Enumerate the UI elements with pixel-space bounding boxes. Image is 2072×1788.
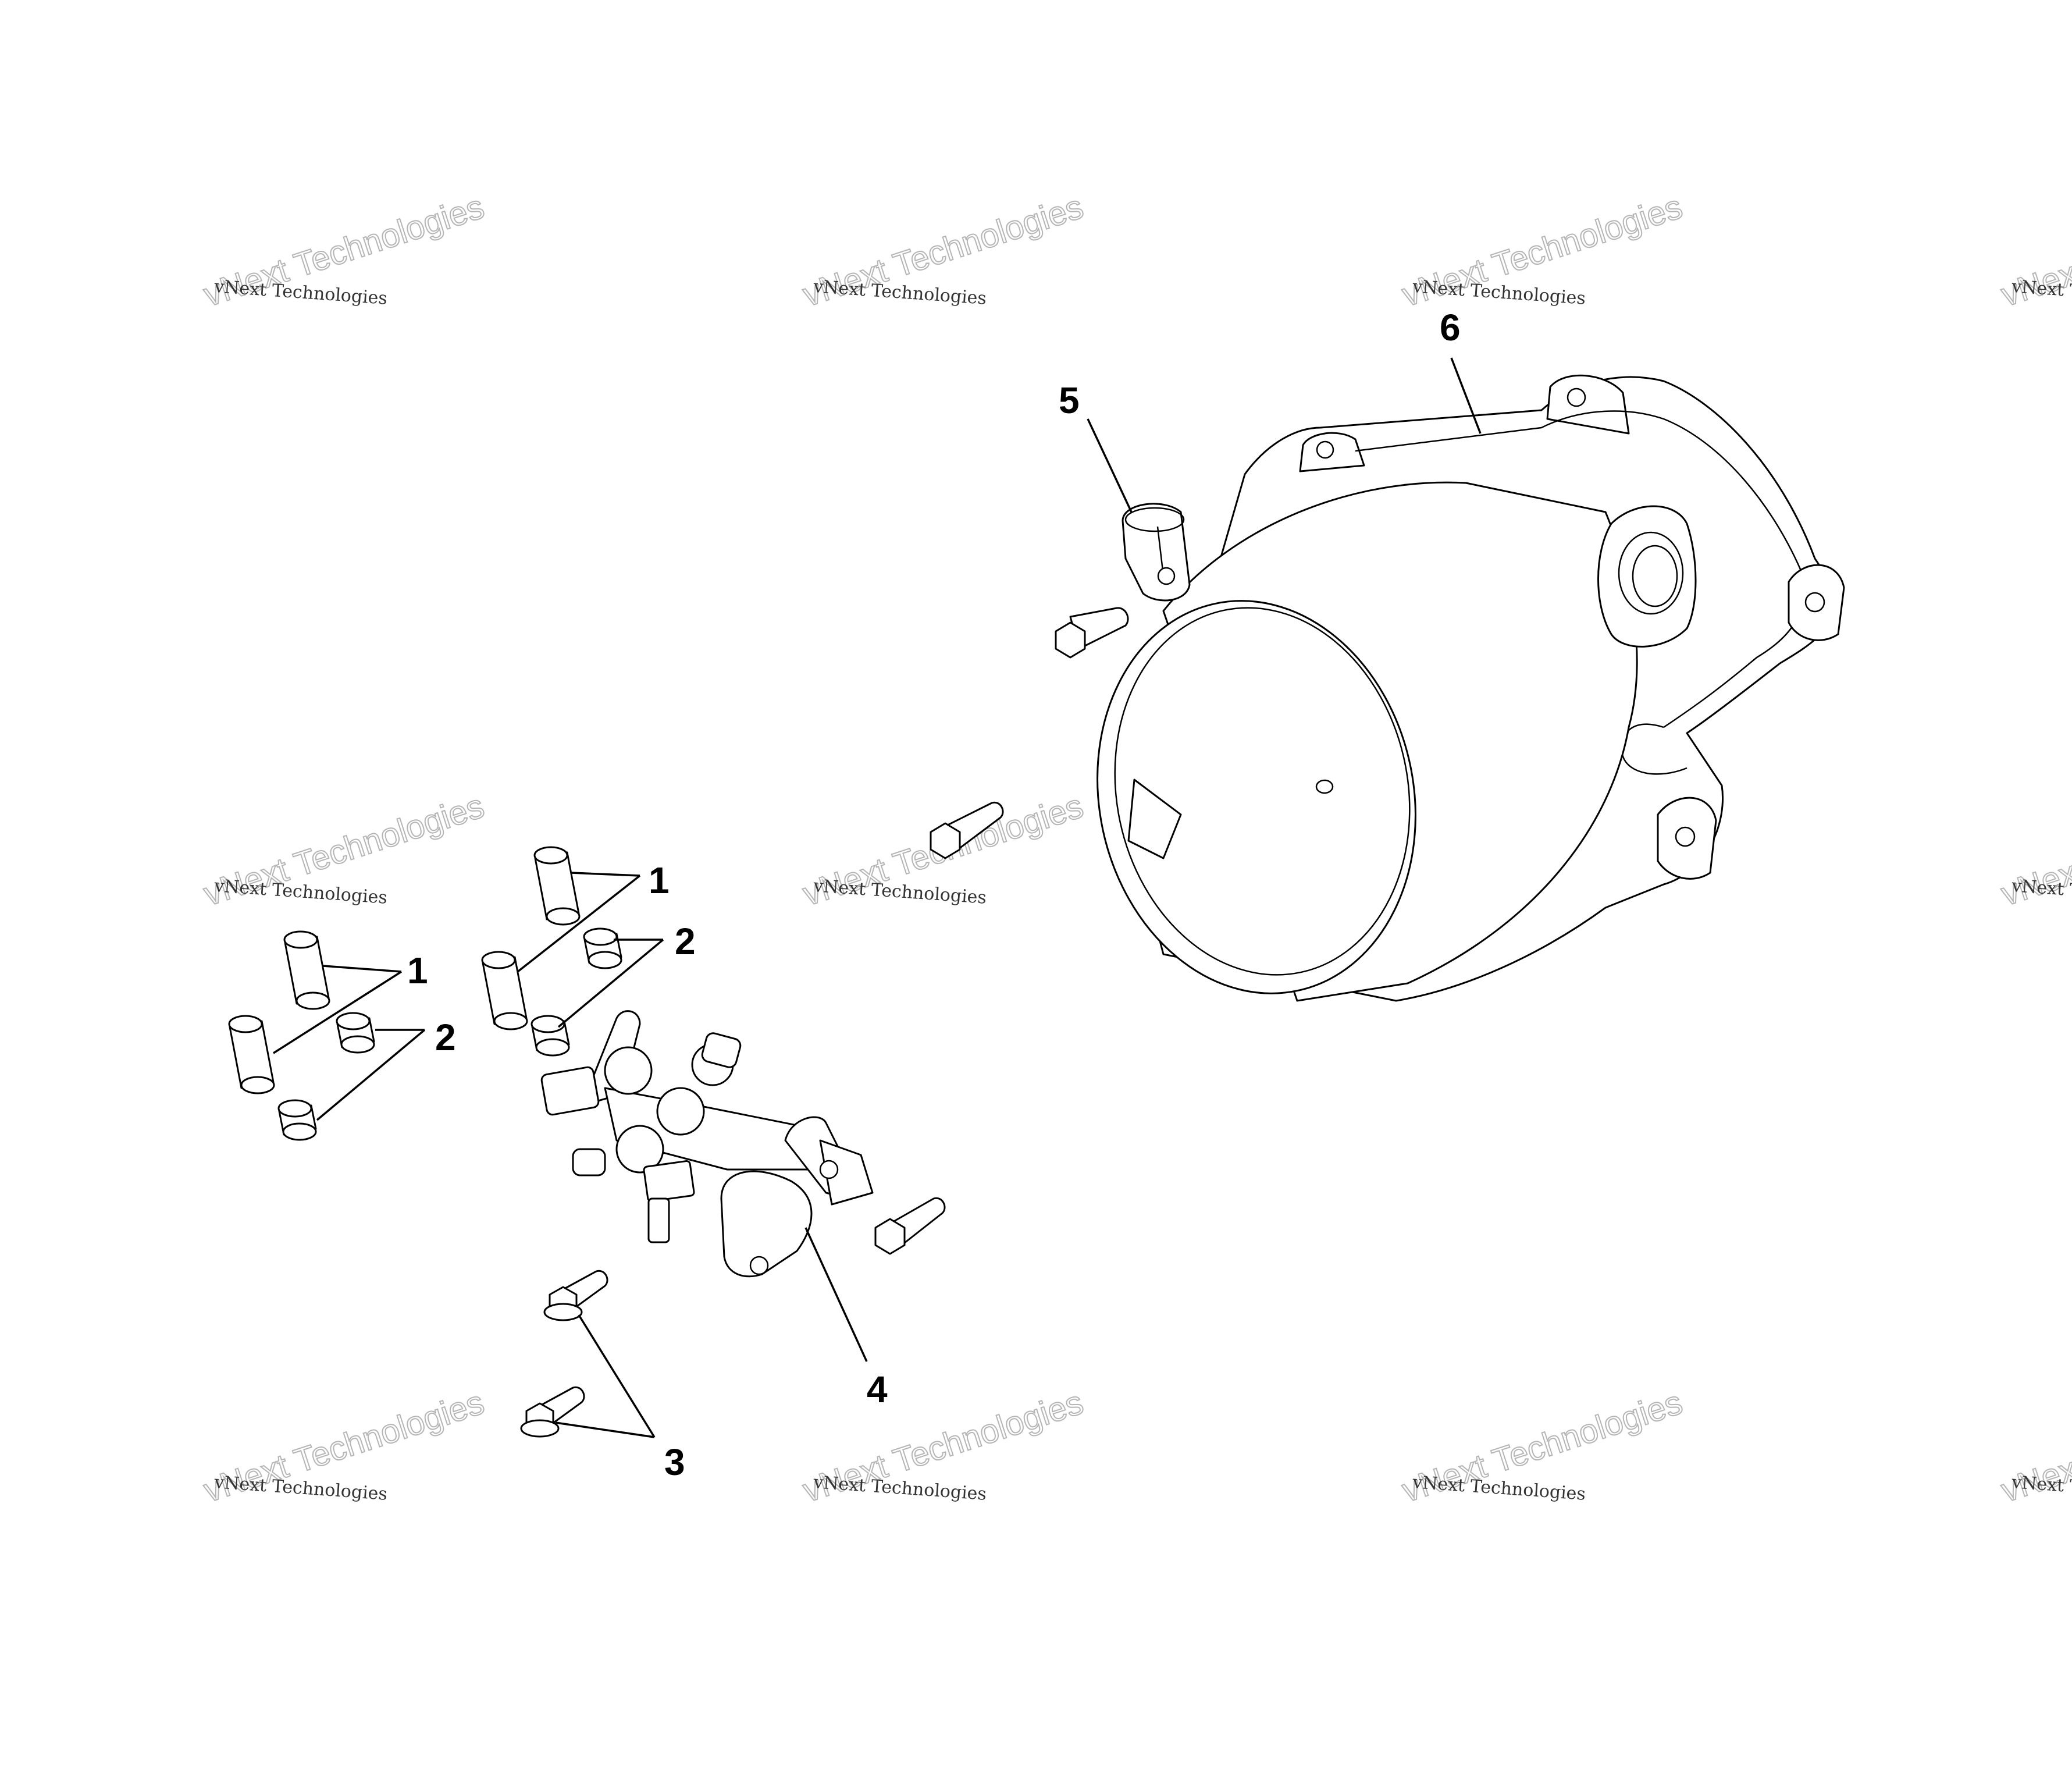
part-4-pump-assembly <box>540 1010 874 1278</box>
callout-5: 5 <box>1059 379 1080 421</box>
watermark: vNext Technologies vNext Technologies <box>198 1383 489 1510</box>
part-1-dowel <box>283 930 330 1010</box>
part-3-flange-bolt <box>520 1386 585 1438</box>
callout-6: 6 <box>1440 307 1461 349</box>
callout-1: 1 <box>649 859 670 901</box>
bolt <box>874 1197 946 1255</box>
cover-center-hole <box>1315 779 1334 794</box>
dowel-top <box>283 930 318 949</box>
part-1-dowel <box>533 846 581 926</box>
watermark: vNext Technologies vNext Technologies <box>798 187 1088 315</box>
gasket-rim <box>1355 410 1805 728</box>
watermark: vNext Technologies vNext Technologies <box>1397 187 1687 315</box>
clamp-slot <box>1156 526 1165 577</box>
watermark: vNext Technologies vNext Technologies <box>1996 787 2072 914</box>
solenoid-cap <box>656 1087 705 1136</box>
dowel-top <box>228 1015 263 1033</box>
valve-stem <box>572 1148 606 1176</box>
part-2-bushing <box>531 1015 570 1057</box>
watermark: vNext Technologies vNext Technologies <box>1996 1383 2072 1510</box>
dowel-top <box>481 951 516 969</box>
pump-housing <box>720 1170 813 1278</box>
cover-front-rim <box>1114 607 1411 976</box>
cover-bottom-bracket <box>1127 779 1182 859</box>
leader-lines <box>273 357 1482 1438</box>
part-3-flange-bolt <box>543 1270 608 1321</box>
watermark: vNext Technologies vNext Technologies <box>1996 187 2072 315</box>
mounting-ear-hole <box>1804 592 1825 613</box>
clamp-body <box>1122 503 1191 602</box>
bolt-hex-head <box>930 822 961 859</box>
connector-block <box>643 1160 695 1202</box>
clamp-bolt <box>1055 607 1129 659</box>
cover-front-face <box>1096 600 1416 994</box>
dowel-bottom <box>493 1012 528 1030</box>
pump-mount-hole <box>819 1160 839 1179</box>
solenoid-block <box>540 1066 600 1116</box>
bolt <box>930 801 1004 859</box>
pump-flange <box>819 1139 874 1206</box>
callout-4: 4 <box>867 1368 888 1410</box>
mounting-ear-hole <box>1316 440 1334 459</box>
part-1-dowel <box>481 951 528 1030</box>
cover-hook <box>1621 723 1687 775</box>
part-1-dowel <box>228 1015 275 1094</box>
mounting-ear-hole <box>1675 826 1696 847</box>
bolt-shank <box>892 1197 946 1246</box>
callout-2: 2 <box>675 920 696 962</box>
mounting-ear-hole <box>1567 388 1586 407</box>
solenoid-cap <box>615 1125 664 1174</box>
clamp-opening <box>1124 507 1185 532</box>
part-5-clamp <box>1122 503 1191 602</box>
bolt-flange <box>543 1303 583 1321</box>
valve-stem <box>701 1032 742 1068</box>
solenoid-cap <box>604 1046 653 1095</box>
dowel-bottom <box>240 1076 275 1094</box>
mounting-ear <box>1546 374 1630 435</box>
watermark: vNext Technologies vNext Technologies <box>198 187 489 315</box>
connector-post <box>647 1197 670 1243</box>
part-2-bushing <box>336 1012 375 1054</box>
bolt-hex-head <box>1055 621 1086 659</box>
watermark: vNext Technologies vNext Technologies <box>198 787 489 914</box>
bolt-flange <box>520 1419 560 1438</box>
dowel-bottom <box>546 907 581 926</box>
bolt-hex-head <box>874 1218 906 1255</box>
dowel-bottom <box>296 991 330 1010</box>
dowel-top <box>533 846 568 865</box>
callout-1: 1 <box>407 950 428 991</box>
outlet-port-bore <box>1618 531 1684 615</box>
clamp-bolt-hole <box>1157 567 1176 585</box>
callout-3: 3 <box>664 1441 685 1483</box>
part-2-bushing <box>277 1099 317 1141</box>
callout-labels: 1 2 1 2 3 4 5 6 <box>407 307 1461 1483</box>
pump-mount-hole <box>749 1256 769 1275</box>
callout-2: 2 <box>435 1016 456 1058</box>
part-2-bushing <box>583 927 622 969</box>
outlet-port-inner <box>1632 545 1678 607</box>
watermark: vNext Technologies vNext Technologies <box>798 1383 1088 1510</box>
watermark: vNext Technologies vNext Technologies <box>1397 1383 1687 1510</box>
part-6-cover-housing <box>1096 374 1845 1002</box>
